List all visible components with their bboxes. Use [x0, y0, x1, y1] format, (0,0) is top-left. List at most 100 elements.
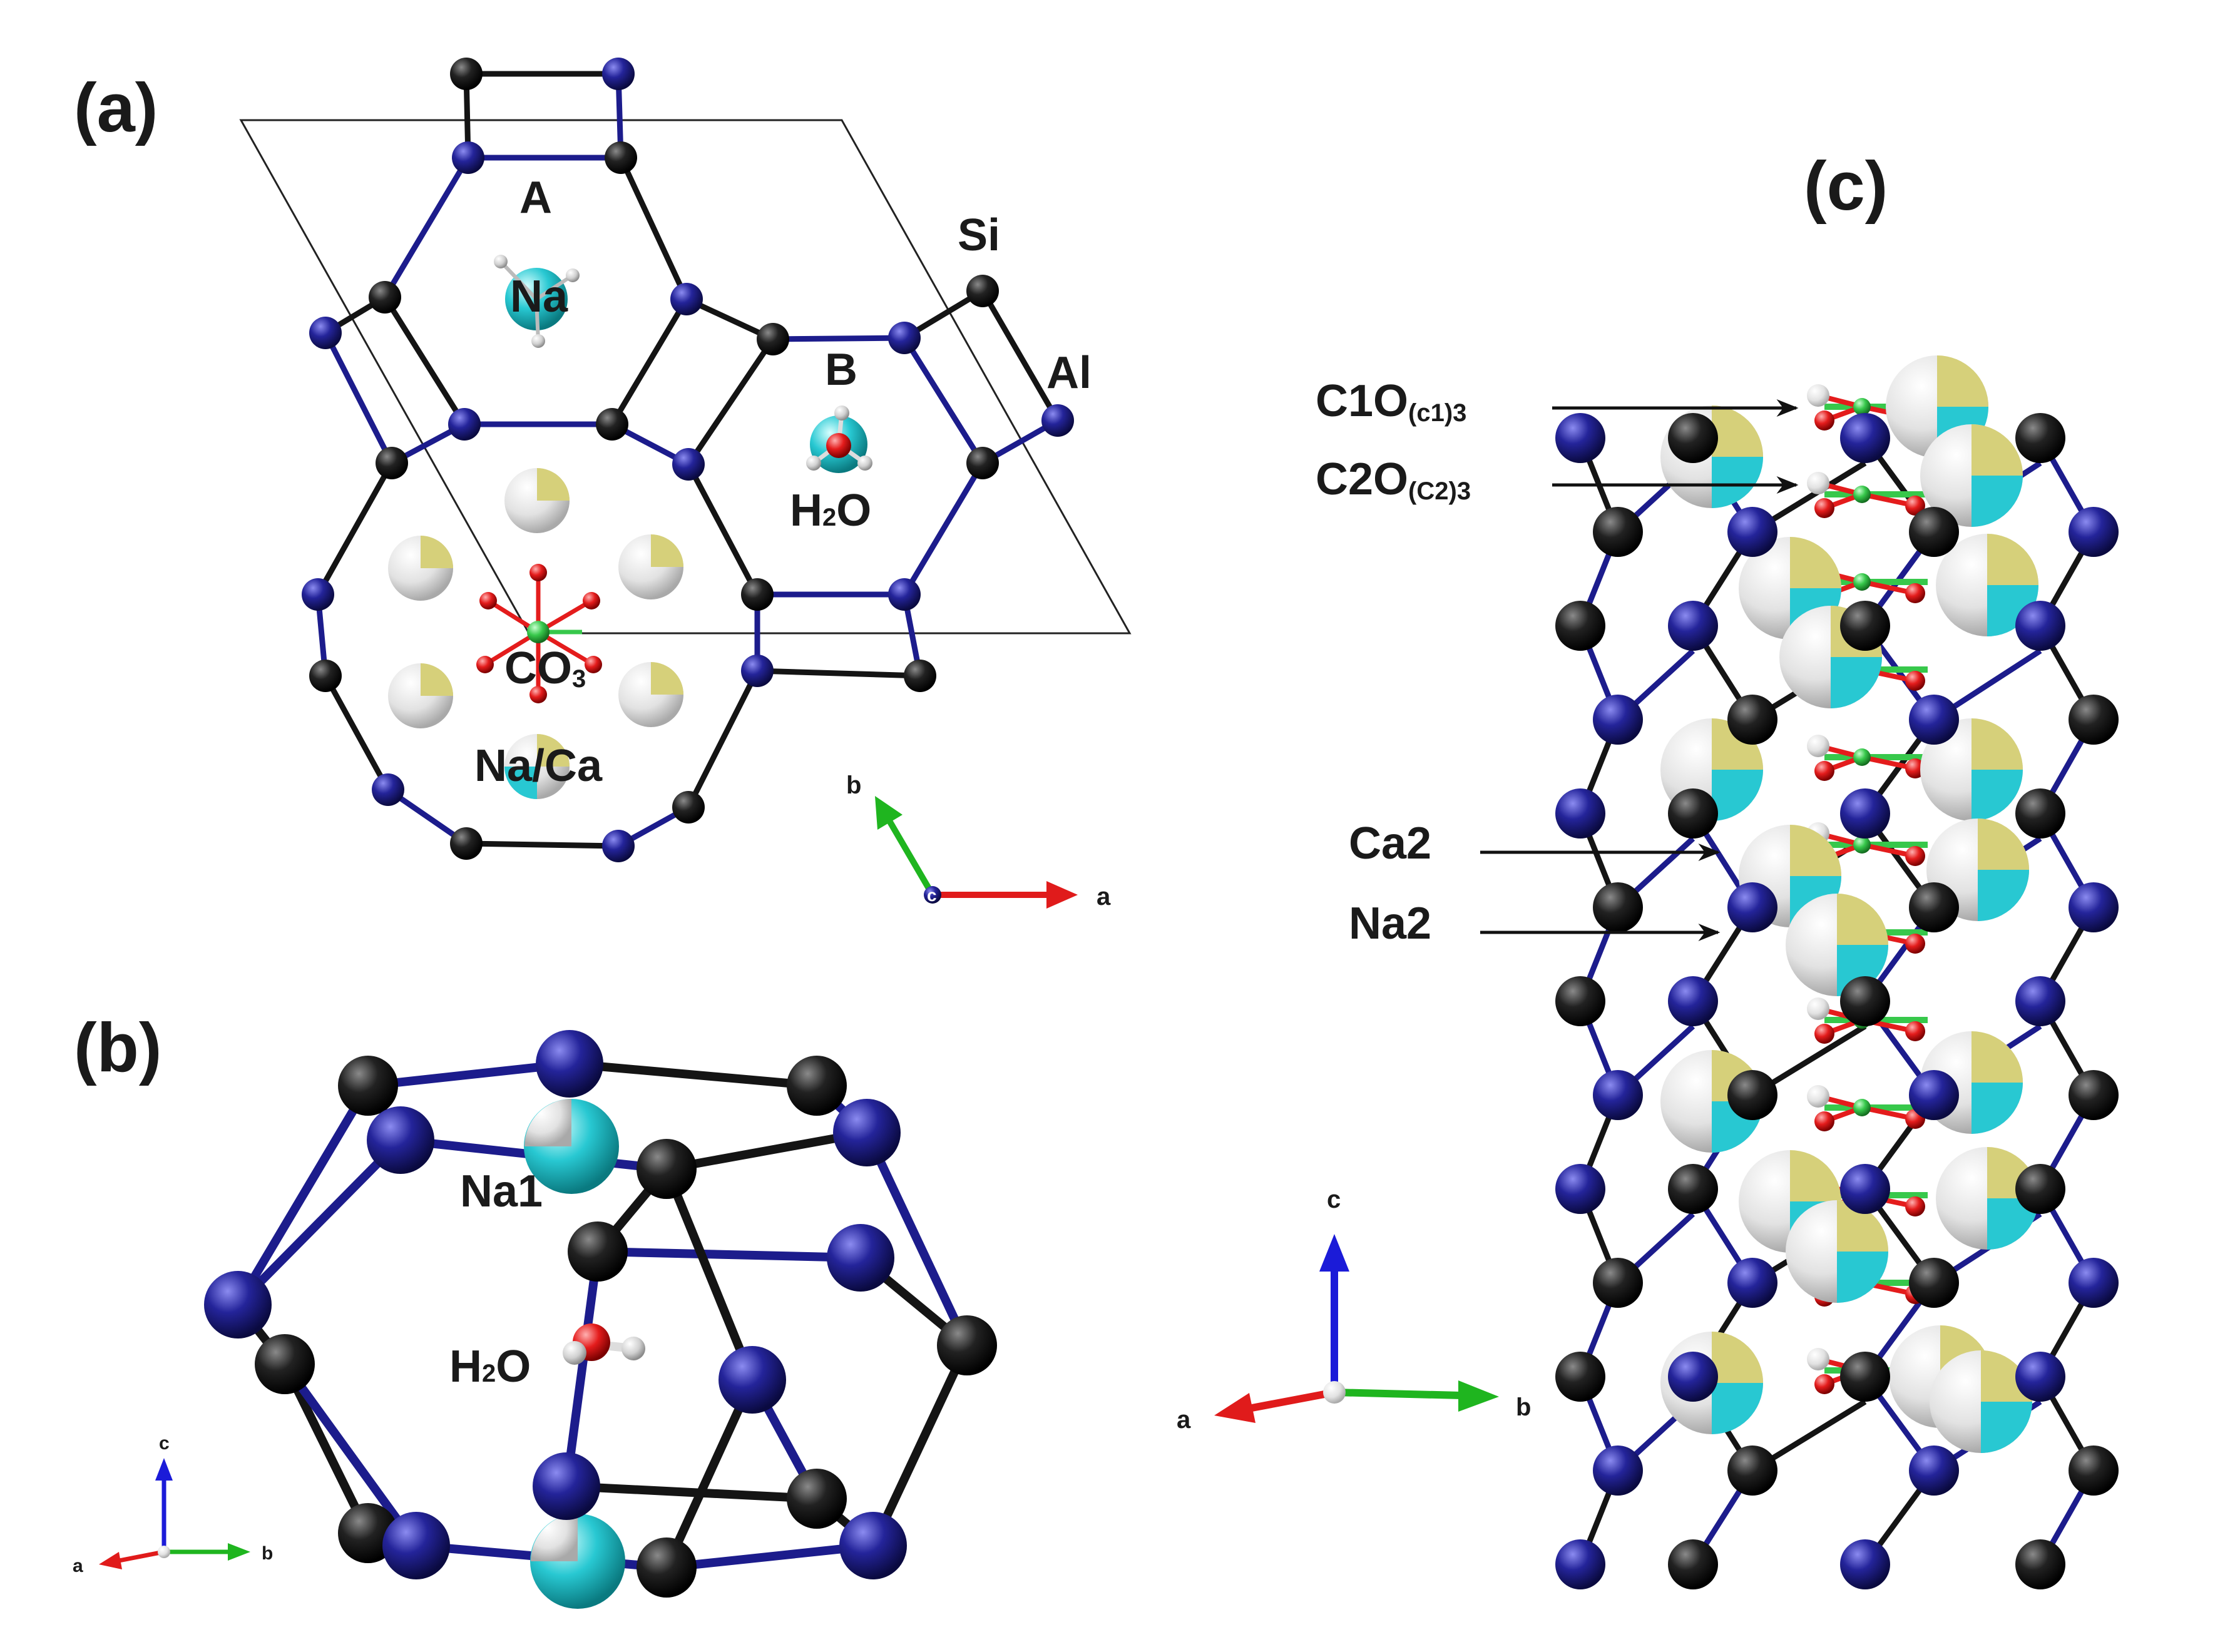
ca2-label: Ca2: [1349, 818, 1431, 869]
framework-atom: [1555, 788, 1605, 839]
oxygen-atom: [1807, 735, 1829, 757]
ca-fraction: [1937, 355, 1988, 407]
framework-atom: [2015, 1352, 2065, 1402]
carbon-atom: [1853, 836, 1871, 854]
panel-a: (a): [74, 58, 1132, 910]
water-molecule-panel-b: [563, 1323, 645, 1365]
framework-atom: [1593, 1070, 1643, 1120]
framework-atom: [1593, 882, 1643, 932]
oxygen-atom: [1905, 934, 1925, 954]
axes-indicator-a: a b c: [846, 772, 1111, 910]
carbon-atom: [1853, 573, 1871, 591]
framework-atom: [1593, 695, 1643, 745]
framework-atom: [2069, 1070, 2119, 1120]
framework-atom: [2015, 601, 2065, 651]
axis-c-label-c: c: [1327, 1186, 1341, 1213]
ring-b-label: B: [825, 345, 857, 395]
ca-fraction: [1972, 1031, 2023, 1083]
framework-atom: [2015, 1539, 2065, 1589]
na-fraction: [1831, 657, 1882, 708]
na1-ion-top-shell: [524, 1099, 571, 1146]
site-labels-c: C1O(c1)3 C2O(C2)3 Ca2 Na2: [1316, 376, 1799, 949]
axes-indicator-b: c b a: [73, 1433, 273, 1576]
oxygen-atom: [1814, 1024, 1834, 1044]
sodalite-column-c: [1555, 355, 2119, 1589]
ca-fraction: [1712, 718, 1763, 770]
na-fraction: [1837, 1252, 1888, 1303]
na-fraction: [1972, 1083, 2023, 1134]
na-label-a: Na: [510, 272, 568, 322]
na-ion-a: [494, 255, 580, 348]
framework-atom: [1593, 507, 1643, 557]
si-label: Si: [958, 210, 1000, 260]
framework-atom: [1555, 1352, 1605, 1402]
carbon-atom: [1853, 486, 1871, 503]
framework-atom: [1840, 1352, 1890, 1402]
framework-atom: [1840, 788, 1890, 839]
al-atoms-b: [204, 1030, 907, 1579]
ca-fraction: [1790, 825, 1841, 876]
naca-sites-a: [388, 468, 683, 799]
ca-fraction: [1712, 1332, 1763, 1383]
framework-atom: [1840, 1539, 1890, 1589]
unit-cell-outline: [239, 119, 1132, 635]
oxygen-atom: [1807, 384, 1829, 407]
na1-ion-bottom-shell: [531, 1514, 578, 1561]
oxygen-atom: [1807, 472, 1829, 494]
axis-a-label-c: a: [1177, 1406, 1191, 1434]
framework-atom: [1668, 413, 1718, 463]
al-atoms-a: [302, 58, 1074, 862]
oxygen-atom: [1905, 758, 1925, 778]
na-fraction: [1987, 1198, 2038, 1250]
framework-atom: [1727, 695, 1777, 745]
na-fraction: [1712, 770, 1763, 821]
water-molecule-b: [806, 405, 872, 473]
ca-fraction: [1987, 534, 2038, 585]
na2-label: Na2: [1349, 899, 1431, 949]
oxygen-atom: [1807, 997, 1829, 1020]
framework-atom: [1727, 882, 1777, 932]
framework-atom: [2015, 788, 2065, 839]
axis-b-label-a: b: [846, 772, 861, 799]
c1o-label: C1O(c1)3: [1316, 376, 1466, 427]
framework-atom: [1909, 1258, 1959, 1308]
na-fraction: [1712, 457, 1763, 508]
framework-atom: [2015, 413, 2065, 463]
framework-atom: [1593, 1258, 1643, 1308]
co3-label-a: CO3: [504, 643, 586, 693]
ca-fraction: [1712, 405, 1763, 457]
oxygen-atom: [1905, 496, 1925, 516]
carbon-atom: [1853, 748, 1871, 766]
framework-atom: [1840, 413, 1890, 463]
framework-atom: [2069, 507, 2119, 557]
framework-atom: [2069, 1258, 2119, 1308]
na-fraction: [1987, 585, 2038, 636]
axis-b-label-c: b: [1516, 1394, 1531, 1421]
na-fraction: [1978, 870, 2029, 921]
framework-atom: [1668, 788, 1718, 839]
framework-atom: [1909, 1446, 1959, 1496]
na-fraction: [1981, 1402, 2032, 1453]
axis-b-label-b: b: [262, 1543, 273, 1564]
si-atoms-a: [309, 58, 999, 860]
axis-c-label-b: c: [159, 1433, 170, 1454]
na-fraction: [1972, 476, 2023, 527]
ring-a-label: A: [519, 173, 552, 223]
framework-atom: [1909, 882, 1959, 932]
framework-atom: [2015, 976, 2065, 1026]
na-fraction: [1712, 1383, 1763, 1434]
panel-c-title: (c): [1804, 148, 1888, 225]
framework-atom: [2015, 1164, 2065, 1214]
c2o-label: C2O(C2)3: [1316, 454, 1471, 505]
axis-a-label-a: a: [1097, 883, 1111, 910]
oxygen-atom: [1814, 1111, 1834, 1131]
oxygen-atom: [1807, 1348, 1829, 1370]
oxygen-atom: [1814, 498, 1834, 518]
framework-atom: [1727, 1070, 1777, 1120]
framework-atom: [1909, 695, 1959, 745]
framework-atom: [1555, 413, 1605, 463]
oxygen-atom: [1905, 846, 1925, 866]
framework-atom: [1555, 601, 1605, 651]
framework-atom: [1668, 1352, 1718, 1402]
